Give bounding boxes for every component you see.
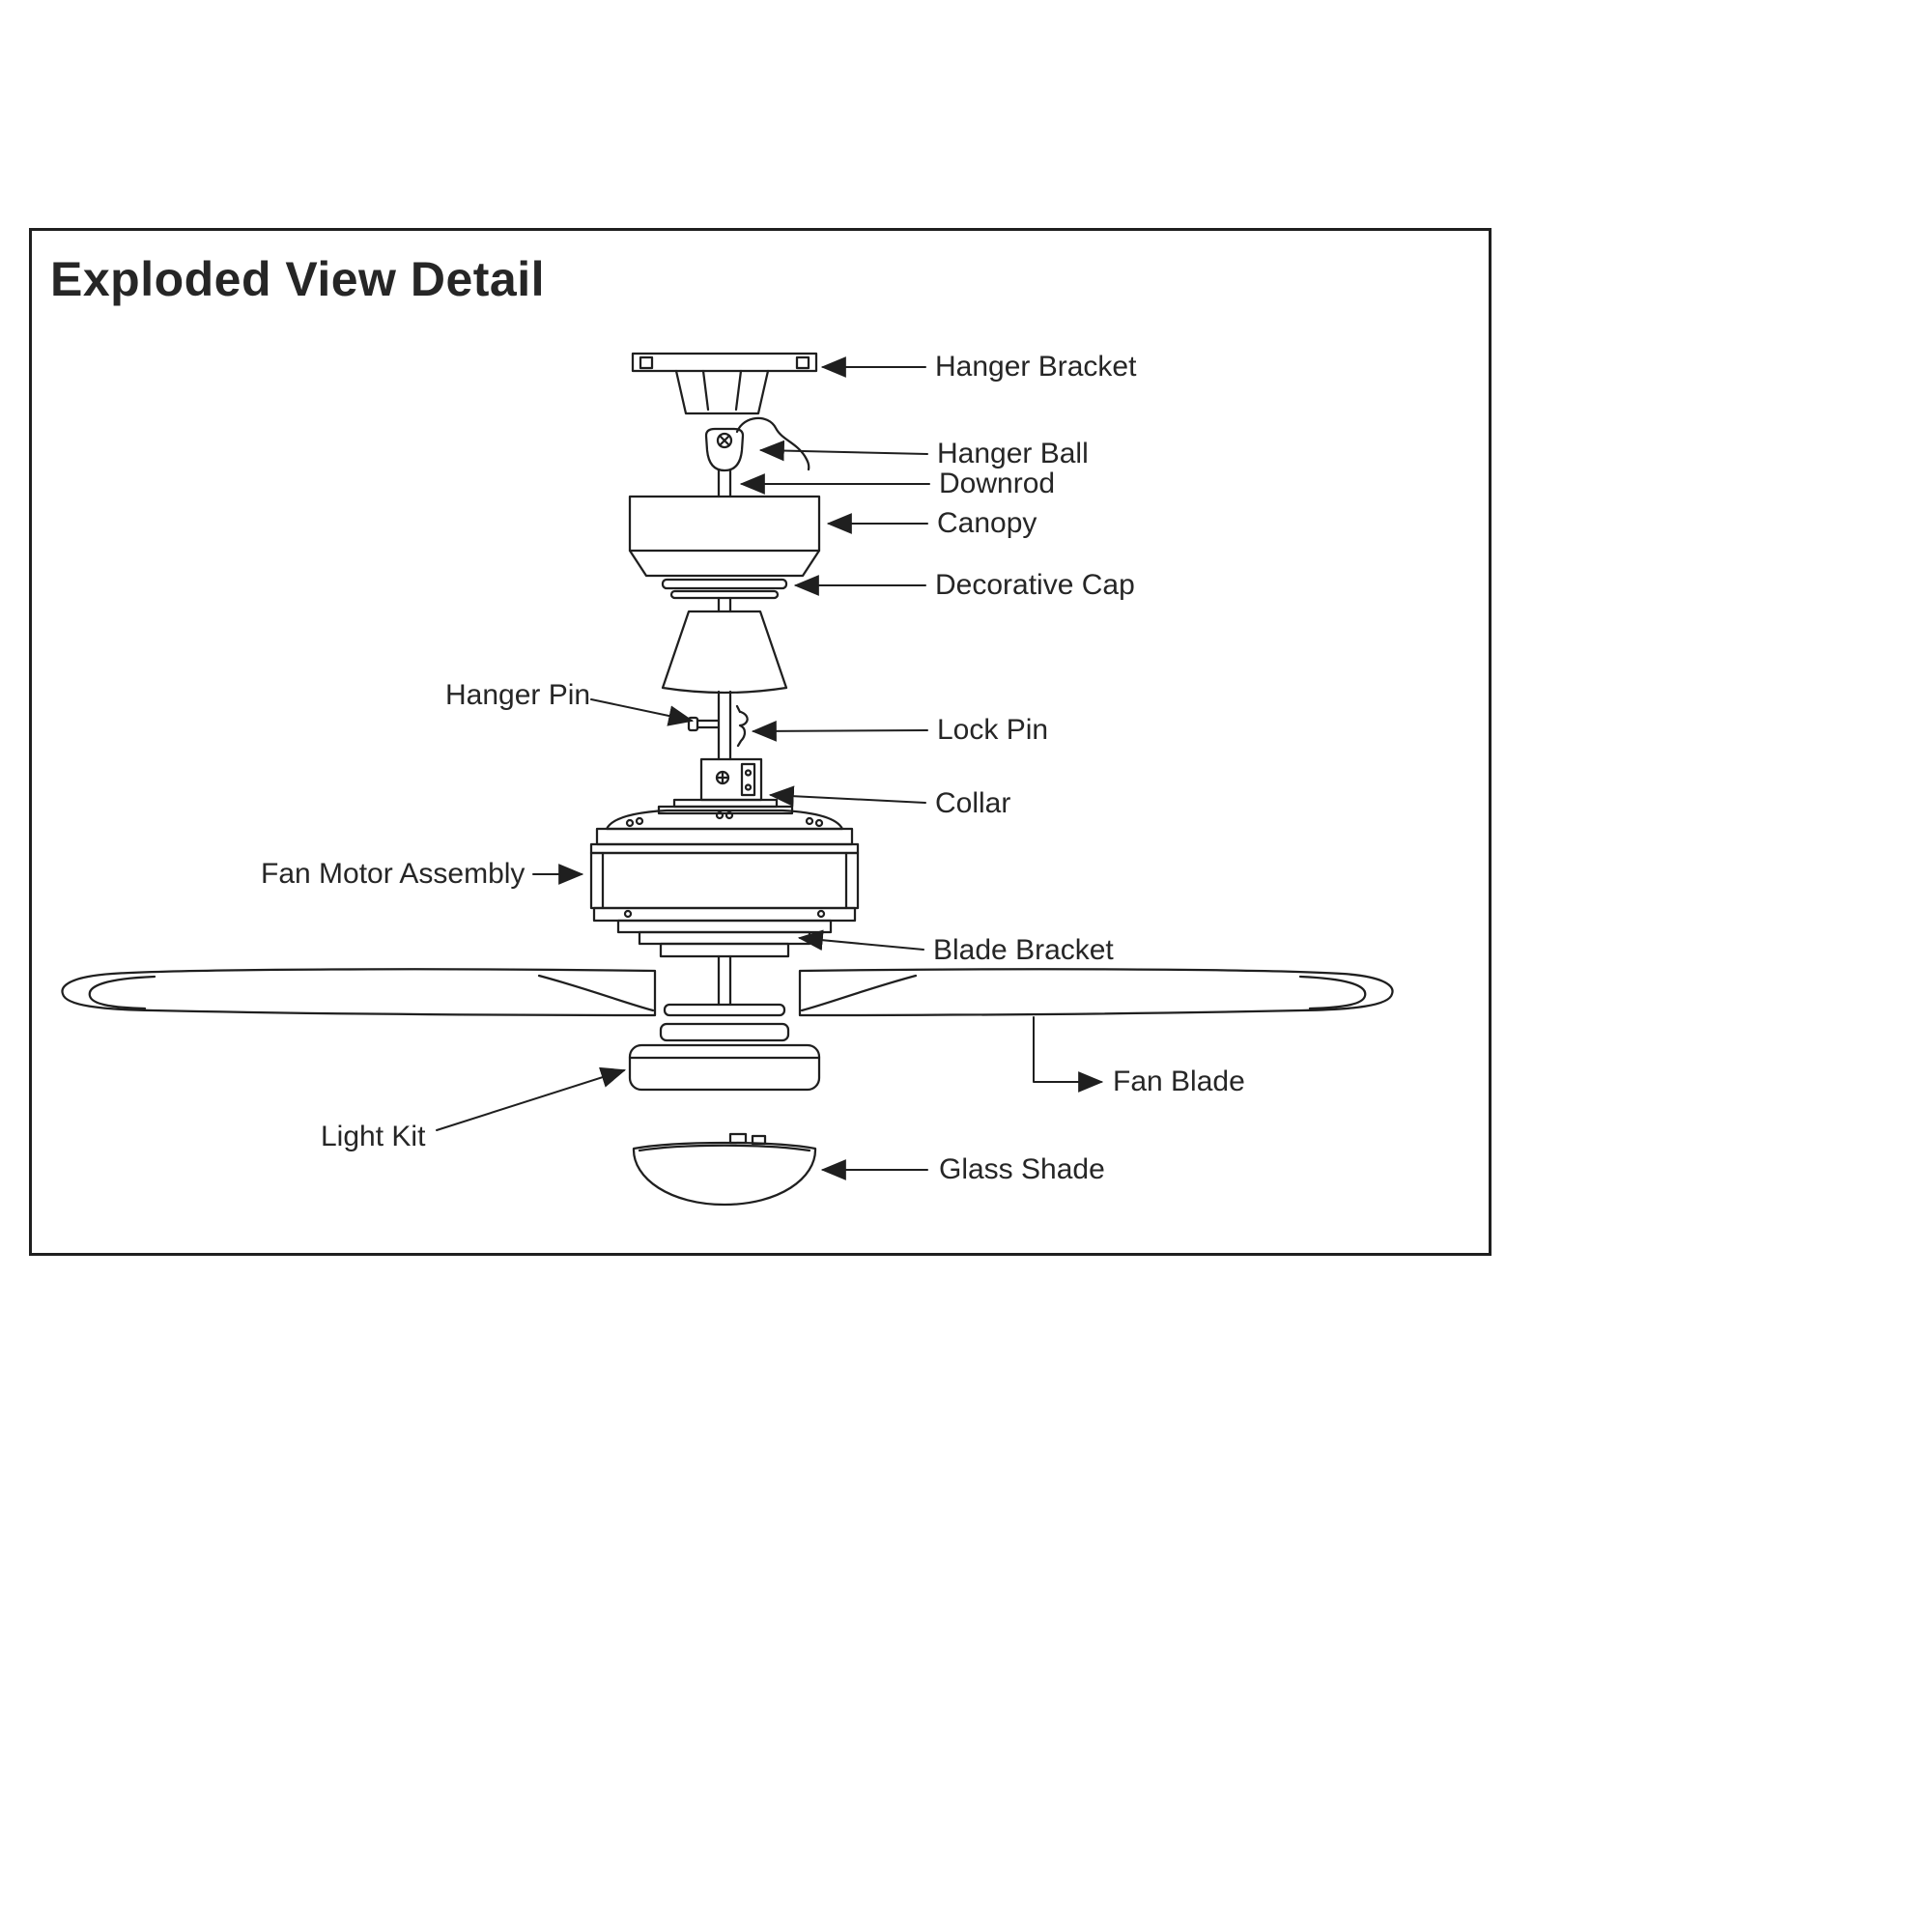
switch-housing-drawing bbox=[663, 1003, 786, 1017]
label-fan-blade: Fan Blade bbox=[1113, 1065, 1245, 1097]
canopy-drawing bbox=[628, 495, 821, 578]
downrod-drawing bbox=[717, 469, 732, 761]
page-title: Exploded View Detail bbox=[50, 252, 546, 306]
fan-motor-assembly-drawing bbox=[589, 809, 860, 923]
leader-light-kit bbox=[436, 1066, 627, 1131]
fan-blade-left-drawing bbox=[61, 968, 657, 1017]
decorative-cap-drawing bbox=[661, 578, 788, 600]
label-hanger-pin: Hanger Pin bbox=[445, 679, 591, 711]
leader-lines bbox=[436, 356, 1104, 1180]
label-fan-motor-assembly: Fan Motor Assembly bbox=[261, 858, 526, 890]
label-glass-shade: Glass Shade bbox=[939, 1153, 1105, 1185]
lock-pin-drawing bbox=[735, 704, 749, 748]
hanger-wire-drawing bbox=[735, 416, 810, 471]
leader-hanger-ball bbox=[758, 440, 928, 462]
label-lock-pin: Lock Pin bbox=[937, 714, 1049, 746]
label-hanger-ball: Hanger Ball bbox=[937, 438, 1089, 469]
leader-hanger-pin bbox=[590, 698, 695, 726]
fan-blade-right-drawing bbox=[798, 968, 1394, 1017]
coupling-cover-drawing bbox=[661, 610, 788, 695]
collar-drawing bbox=[657, 757, 794, 815]
label-canopy: Canopy bbox=[937, 507, 1037, 539]
label-hanger-bracket: Hanger Bracket bbox=[935, 351, 1137, 383]
leader-blade-bracket bbox=[797, 929, 924, 952]
hanger-bracket-drawing bbox=[631, 352, 818, 415]
hanger-pin-drawing bbox=[687, 716, 720, 732]
label-light-kit: Light Kit bbox=[321, 1121, 426, 1152]
label-collar: Collar bbox=[935, 787, 1011, 819]
leader-fan-blade bbox=[1033, 1016, 1104, 1093]
leader-collar bbox=[768, 785, 926, 808]
label-decorative-cap: Decorative Cap bbox=[935, 569, 1135, 601]
label-downrod: Downrod bbox=[939, 468, 1056, 499]
glass-shade-drawing bbox=[632, 1132, 817, 1207]
leader-lock-pin bbox=[751, 721, 928, 742]
label-blade-bracket: Blade Bracket bbox=[933, 934, 1114, 966]
diagram-frame bbox=[29, 228, 1492, 1256]
hanger-ball-drawing bbox=[704, 416, 810, 472]
light-kit-drawing bbox=[628, 1022, 821, 1092]
blade-bracket-drawing bbox=[616, 919, 833, 1007]
